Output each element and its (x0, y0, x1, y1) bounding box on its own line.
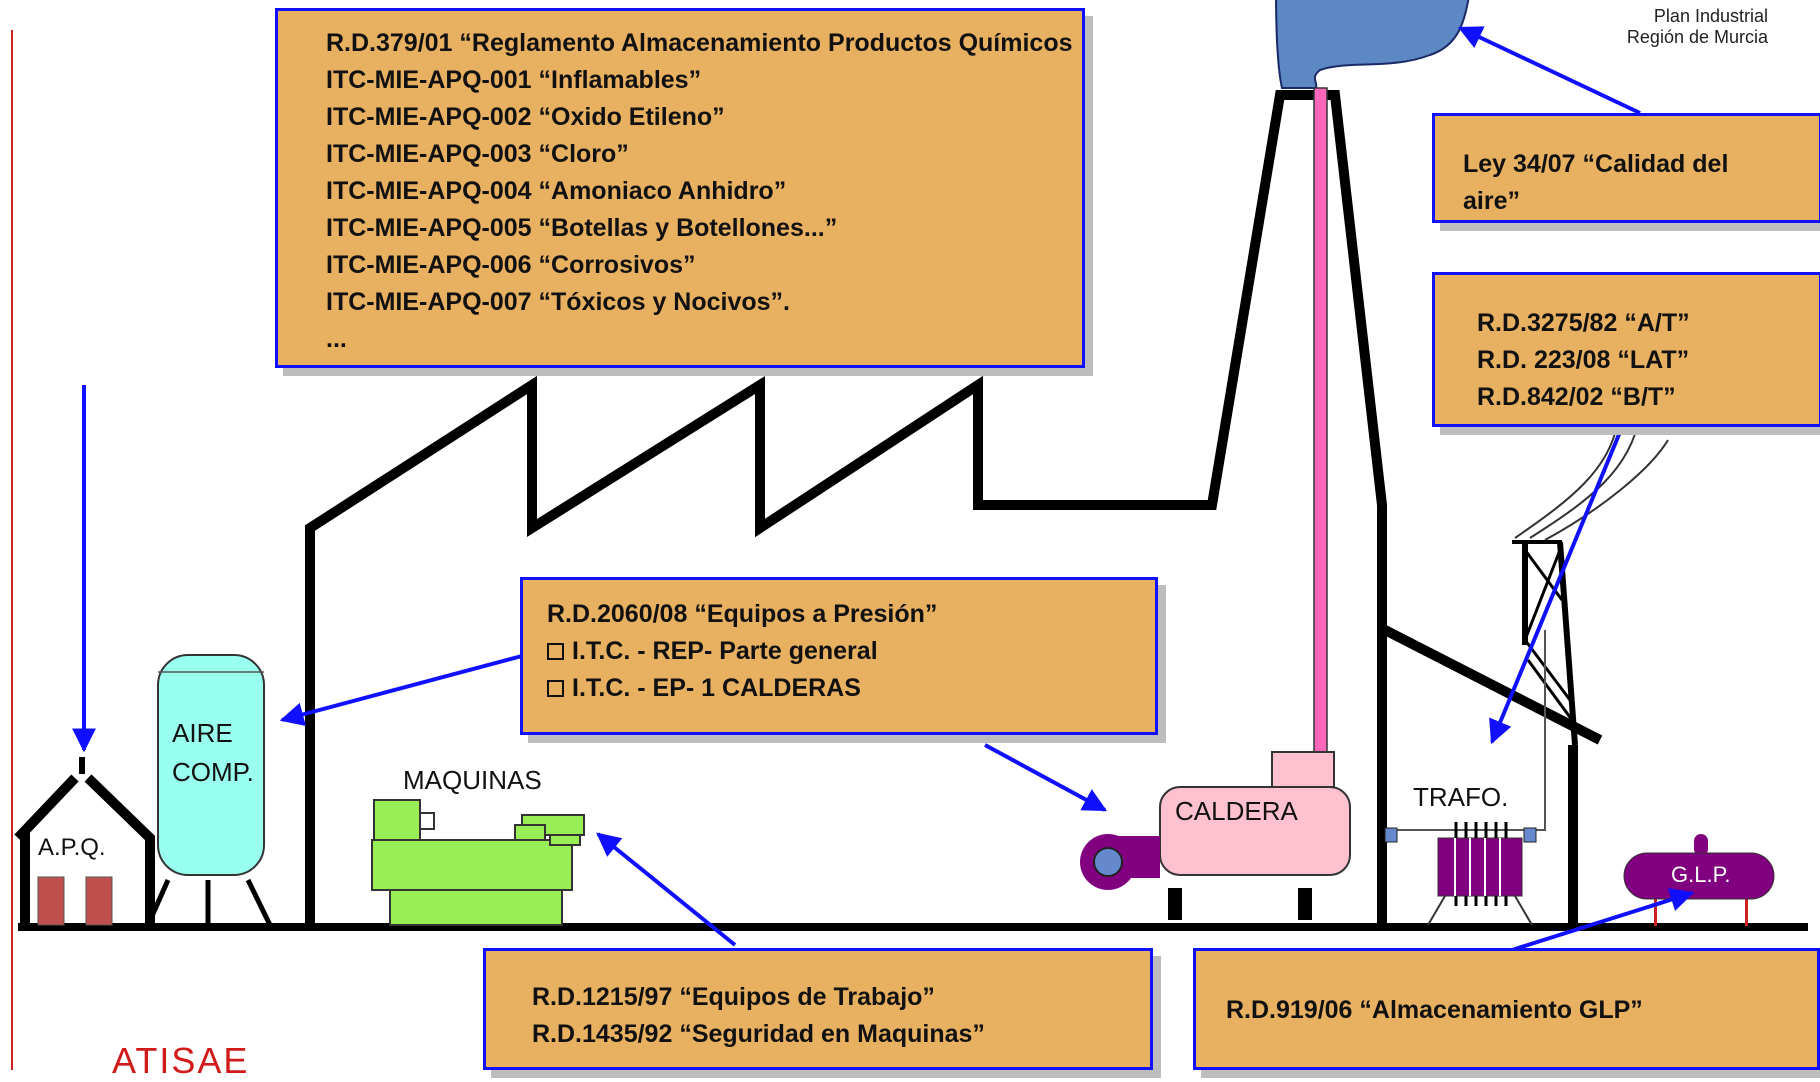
air-quality-line: Ley 34/07 “Calidad del (1463, 150, 1729, 178)
air-quality-line: aire” (1463, 187, 1520, 215)
arrow-aire (279, 654, 523, 727)
air-quality-box: Ley 34/07 “Calidad del aire” (1432, 113, 1820, 223)
apq-reg-line: ITC-MIE-APQ-002 “Oxido Etileno” (326, 103, 725, 131)
brand-line-2: Región de Murcia (1626, 27, 1768, 47)
aire-label-2: COMP. (172, 757, 254, 787)
factory-outline (305, 90, 1387, 925)
pressure-item: I.T.C. - REP- Parte general (547, 633, 1155, 670)
electrical-line: R.D.3275/82 “A/T” (1477, 309, 1690, 337)
shed-roof (1382, 625, 1603, 745)
pressure-title: R.D.2060/08 “Equipos a Presión” (547, 600, 938, 628)
machinery-line: R.D.1435/92 “Seguridad en Maquinas” (532, 1020, 985, 1048)
arrow-caldera (984, 743, 1108, 812)
pressure-item-label: I.T.C. - REP- Parte general (572, 637, 878, 665)
apq-shed (14, 757, 155, 926)
checkbox-square-icon (547, 680, 564, 697)
smoke-cloud (1275, 0, 1470, 89)
electrical-box: R.D.3275/82 “A/T” R.D. 223/08 “LAT” R.D.… (1432, 272, 1820, 427)
electrical-line: R.D. 223/08 “LAT” (1477, 346, 1690, 374)
apq-reg-line: ITC-MIE-APQ-003 “Cloro” (326, 140, 629, 168)
glp-label: G.L.P. (1671, 862, 1731, 887)
pointer-arrows (72, 26, 1695, 952)
maquinas-label: MAQUINAS (403, 765, 542, 795)
transformer (1384, 822, 1537, 926)
pressure-equipment-box: R.D.2060/08 “Equipos a Presión” I.T.C. -… (520, 577, 1158, 735)
brand-line-1: Plan Industrial (1653, 6, 1768, 26)
apq-reg-line: ITC-MIE-APQ-004 “Amoniaco Anhidro” (326, 177, 787, 205)
apq-reg-line: R.D.379/01 “Reglamento Almacenamiento Pr… (326, 29, 1073, 57)
trafo-wire (1390, 630, 1546, 831)
glp-tank (1623, 834, 1775, 926)
arrow-maquinas (596, 832, 737, 947)
checkbox-square-icon (547, 643, 564, 660)
arrow-trafo (1489, 431, 1622, 745)
electrical-line: R.D.842/02 “B/T” (1477, 383, 1676, 411)
air-tank (145, 654, 273, 927)
power-lines (1514, 414, 1669, 541)
aire-label-1: AIRE (172, 718, 233, 748)
glp-box: R.D.919/06 “Almacenamiento GLP” (1193, 948, 1820, 1070)
machinery-line: R.D.1215/97 “Equipos de Trabajo” (532, 983, 935, 1011)
trafo-label: TRAFO. (1413, 782, 1509, 812)
company-name: ATISAE (112, 1040, 250, 1081)
machinery-box: R.D.1215/97 “Equipos de Trabajo” R.D.143… (483, 948, 1153, 1070)
apq-reg-line: ITC-MIE-APQ-005 “Botellas y Botellones..… (326, 214, 838, 242)
glp-line: R.D.919/06 “Almacenamiento GLP” (1226, 996, 1643, 1024)
boiler (1080, 751, 1351, 920)
arrow-glp (1511, 888, 1695, 952)
apq-reg-line: ... (326, 325, 347, 353)
machine (371, 799, 585, 926)
chimney-pipe (1313, 87, 1328, 754)
apq-reg-line: ITC-MIE-APQ-006 “Corrosivos” (326, 251, 696, 279)
pressure-item: I.T.C. - EP- 1 CALDERAS (547, 670, 1155, 707)
apq-reg-line: ITC-MIE-APQ-001 “Inflamables” (326, 66, 702, 94)
apq-regulations-box: R.D.379/01 “Reglamento Almacenamiento Pr… (275, 8, 1085, 368)
apq-label: A.P.Q. (38, 834, 106, 861)
brand-logo-text: Plan Industrial Región de Murcia (1627, 6, 1768, 48)
pressure-item-label: I.T.C. - EP- 1 CALDERAS (572, 674, 861, 702)
caldera-label: CALDERA (1175, 796, 1298, 826)
apq-reg-line: ITC-MIE-APQ-007 “Tóxicos y Nocivos”. (326, 288, 790, 316)
arrow-air-quality (1457, 26, 1641, 115)
